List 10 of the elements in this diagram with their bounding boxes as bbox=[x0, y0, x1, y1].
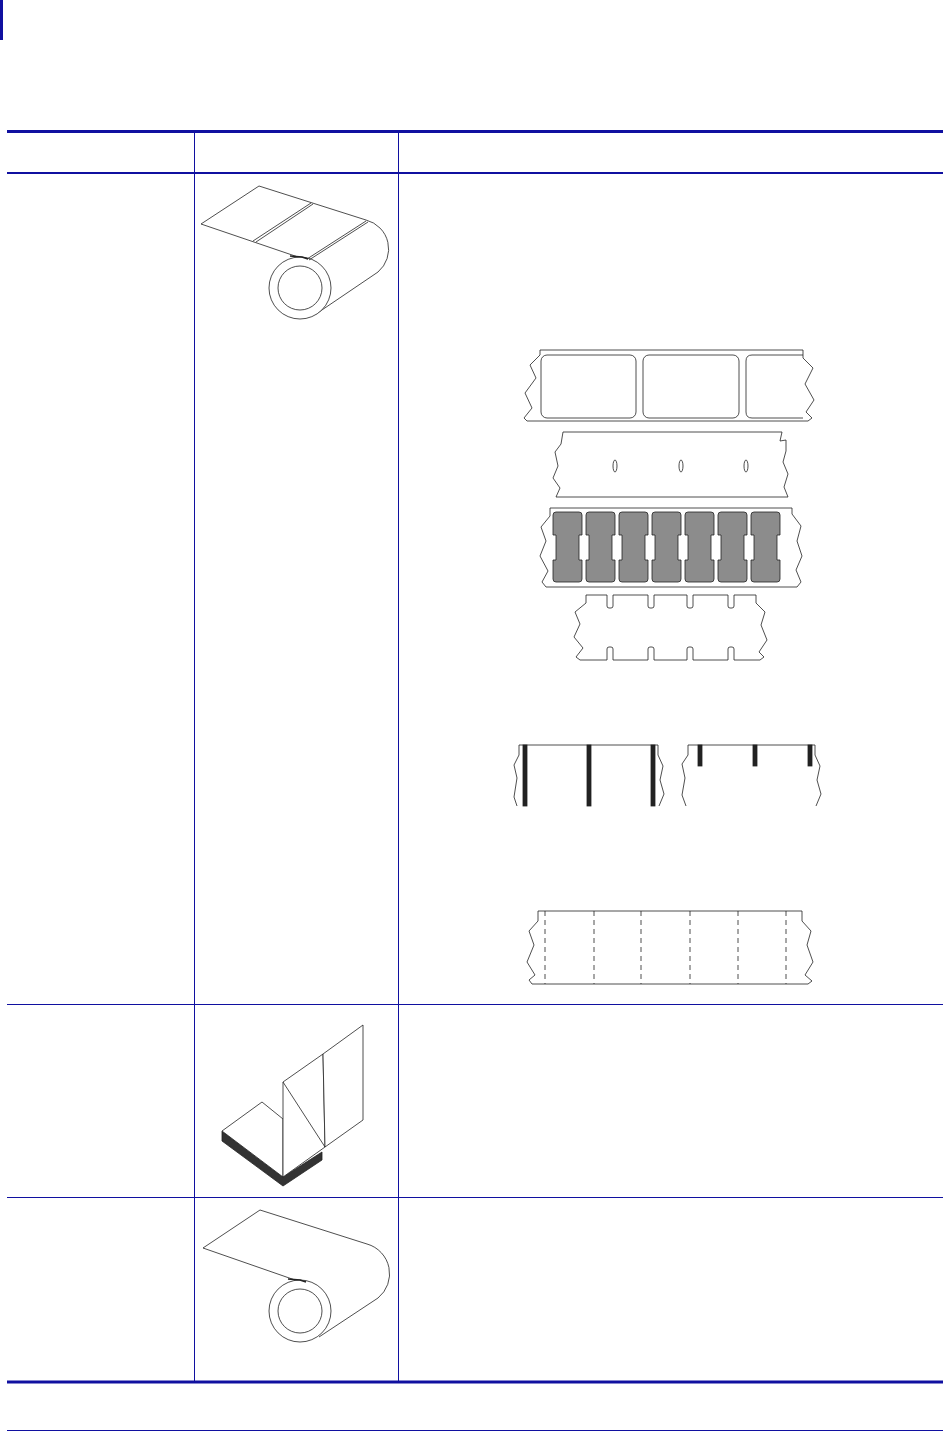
mark-strip-illustration bbox=[681, 744, 822, 807]
labels-on-liner-illustration bbox=[523, 349, 815, 422]
tag-strip-illustration bbox=[539, 507, 803, 588]
fanfold-stack-illustration bbox=[221, 1024, 364, 1187]
label-roll-illustration bbox=[200, 185, 389, 320]
mark-strip-illustration bbox=[513, 744, 665, 807]
slotted-strip-illustration bbox=[552, 431, 789, 498]
continuous-roll-illustration bbox=[202, 1209, 390, 1343]
perforated-strip-illustration bbox=[526, 910, 814, 985]
notched-strip-shape bbox=[573, 594, 768, 661]
